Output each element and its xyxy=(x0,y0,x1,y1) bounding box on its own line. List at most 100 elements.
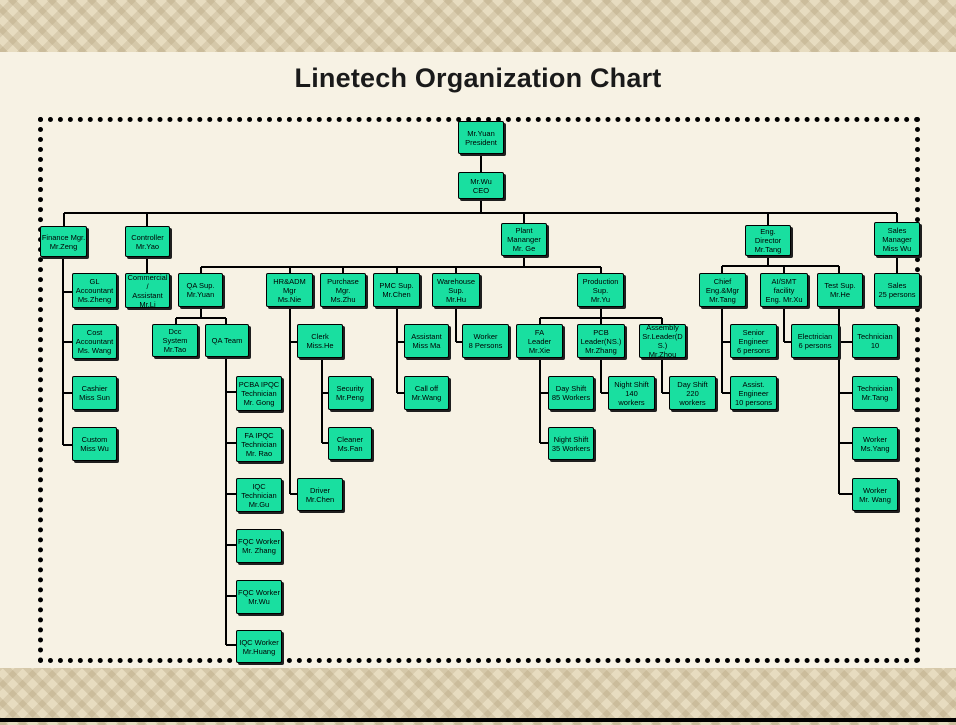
node-text-line: Eng.&Mgr xyxy=(705,285,740,295)
node-text-line: Technician xyxy=(241,490,277,500)
node-text-line: Technician xyxy=(857,332,893,341)
decorative-top-border xyxy=(0,0,956,52)
node-text-line: Plant xyxy=(515,226,533,235)
node-text-line: Cost xyxy=(86,328,103,337)
node-text-line: Leader(NS.) xyxy=(580,336,622,346)
node-text-line: Commercial xyxy=(127,273,168,282)
node-text-line: 25 persons xyxy=(878,290,916,299)
node-text-line: Mgr xyxy=(283,285,296,295)
node-text-line: Miss Wu xyxy=(80,444,109,453)
node-text-line: Sr.Leader(D xyxy=(642,332,683,341)
node-text-line: Chief xyxy=(713,276,732,286)
node-text-line: QA Team xyxy=(211,336,243,345)
node-text-line: Ms.Yang xyxy=(860,443,890,453)
node-qa-sup: QA Sup.Mr.Yuan xyxy=(178,273,223,307)
node-text-line: Technician xyxy=(241,389,277,398)
node-test-sup: Test Sup.Mr.He xyxy=(817,273,863,307)
node-text-line: 6 persons xyxy=(737,345,770,355)
node-text-line: 6 persons xyxy=(798,341,832,350)
node-text-line: Mr.Gu xyxy=(248,499,270,509)
node-text-line: Mr.Chen xyxy=(305,494,335,504)
node-text-line: Engineer xyxy=(738,336,769,346)
node-text-line: Accountant xyxy=(75,286,114,295)
node-text-line: Leader xyxy=(527,336,552,346)
node-text-line: FQC Worker xyxy=(238,537,280,546)
node-text-line: Security xyxy=(336,384,364,393)
node-text-line: CEO xyxy=(472,185,490,195)
node-text-line: Sup. xyxy=(592,285,609,295)
node-finance-mgr: Finance Mgr.Mr.Zeng xyxy=(40,226,87,257)
decorative-bottom-border xyxy=(0,668,956,725)
node-text-line: GL xyxy=(89,277,100,286)
node-text-line: Assistant xyxy=(411,332,442,341)
node-text-line: Assistant xyxy=(132,290,163,300)
node-text-line: / xyxy=(146,281,149,291)
node-text-line: Mgr. xyxy=(335,285,351,295)
node-text-line: Manager xyxy=(882,234,912,244)
node-text-line: Mr. Ge xyxy=(512,244,536,253)
node-text-line: Ms.Zheng xyxy=(77,295,112,304)
node-text-line: Dcc xyxy=(168,327,182,336)
node-text-line: Miss Wu xyxy=(882,243,912,253)
node-text-line: President xyxy=(465,137,497,147)
node-text-line: Mr.Wu xyxy=(248,597,270,606)
node-pmc-sup: PMC Sup.Mr.Chen xyxy=(373,273,420,307)
node-text-line: 10 persons xyxy=(734,397,773,407)
node-text-line: Sales xyxy=(887,281,907,290)
node-text-line: PMC Sup. xyxy=(379,281,414,290)
node-text-line: IQC Worker xyxy=(239,637,279,647)
node-text-line: QA Sup. xyxy=(186,281,215,290)
node-text-line: Mr.Xie xyxy=(528,345,551,355)
node-text-line: Assist. xyxy=(742,379,765,389)
node-text-line: Mr.Wang xyxy=(411,393,442,402)
node-text-line: Engineer xyxy=(738,388,769,398)
node-text-line: Night Shift xyxy=(553,434,589,444)
node-text-line: Director xyxy=(754,236,782,245)
node-text-line: Mr.Hu xyxy=(445,294,466,304)
node-text-line: Mr.Peng xyxy=(336,393,364,402)
node-text-line: IQC xyxy=(252,481,266,491)
node-text-line: Technician xyxy=(857,384,893,393)
node-text-line: Ms.Fan xyxy=(337,443,363,453)
node-text-line: Mr.Huang xyxy=(242,646,276,656)
node-text-line: FQC Worker xyxy=(238,588,280,597)
node-text-line: Eng. Mr.Xu xyxy=(765,294,803,304)
node-text-line: Test Sup. xyxy=(824,281,856,290)
node-text-line: Cleaner xyxy=(336,434,364,444)
node-text-line: Mr.Zhang xyxy=(585,345,617,355)
node-text-line: Mr.Yuan xyxy=(467,128,495,138)
node-text-line: PCBA IPQC xyxy=(238,380,280,389)
node-text-line: Mr.Li xyxy=(139,299,156,308)
node-text-line: Eng. xyxy=(760,227,776,236)
node-text-line: Mananger xyxy=(507,235,541,244)
node-text-line: FA IPQC xyxy=(244,431,274,440)
node-text-line: Worker xyxy=(862,485,888,495)
node-text-line: Technician xyxy=(241,440,277,449)
node-text-line: AI/SMT xyxy=(771,276,797,286)
